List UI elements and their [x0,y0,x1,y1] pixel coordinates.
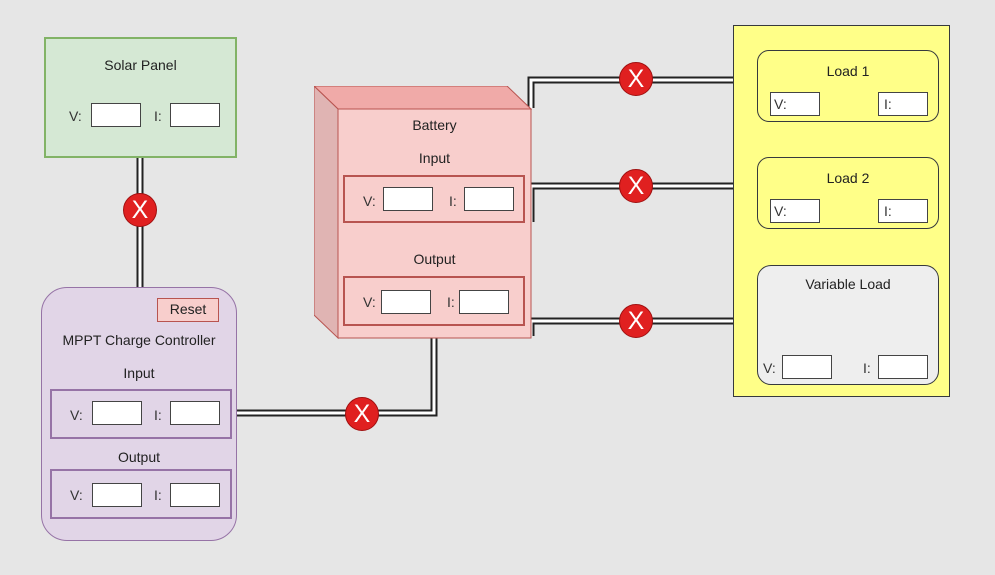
mppt-output-voltage-field[interactable] [92,483,142,507]
solar-current-field[interactable] [170,103,220,127]
battery-input-voltage-field[interactable] [383,187,433,211]
wire-battery-load1 [527,76,735,108]
variable-load-current-label: I: [863,360,871,376]
variable-load-voltage-field[interactable] [782,355,832,379]
battery-input-voltage-label: V: [363,193,376,209]
mppt-charge-controller: Reset MPPT Charge Controller Input V: I:… [41,287,237,541]
switch-mppt-battery[interactable]: X [345,397,379,431]
load-2-current-field[interactable] [878,199,928,223]
battery-input-panel: V: I: [343,175,525,223]
mppt-output-voltage-label: V: [70,487,83,503]
load-2-current-label: I: [884,203,892,219]
load-1-current-label: I: [884,96,892,112]
variable-load: Variable Load V: I: [757,265,939,385]
solar-current-label: I: [154,108,162,124]
battery-output-voltage-field[interactable] [381,290,431,314]
mppt-input-current-field[interactable] [170,401,220,425]
battery-output-voltage-label: V: [363,294,376,310]
load-2-voltage-field[interactable] [770,199,820,223]
switch-solar-mppt[interactable]: X [123,193,157,227]
mppt-input-title: Input [123,365,155,381]
battery-input-current-field[interactable] [464,187,514,211]
battery-output-current-label: I: [447,294,455,310]
mppt-input-voltage-label: V: [70,407,83,423]
mppt-input-panel: V: I: [50,389,232,439]
battery-output-title: Output [413,251,456,267]
mppt-input-current-label: I: [154,407,162,423]
battery-title: Battery [412,117,457,133]
mppt-output-current-field[interactable] [170,483,220,507]
variable-load-current-field[interactable] [878,355,928,379]
load-1-voltage-field[interactable] [770,92,820,116]
solar-voltage-field[interactable] [91,103,141,127]
solar-panel-title: Solar Panel [104,57,177,73]
variable-load-voltage-label: V: [763,360,776,376]
switch-battery-variable-load[interactable]: X [619,304,653,338]
battery-output-current-field[interactable] [459,290,509,314]
battery: Battery Input V: I: Output V: I: [338,109,531,338]
switch-battery-load2[interactable]: X [619,169,653,203]
reset-button[interactable]: Reset [157,298,219,322]
mppt-output-panel: V: I: [50,469,232,519]
battery-input-title: Input [418,150,451,166]
switch-battery-load1[interactable]: X [619,62,653,96]
mppt-title: MPPT Charge Controller [62,332,216,348]
load-1: Load 1 V: I: [757,50,939,122]
load-1-voltage-label: V: [774,96,787,112]
variable-load-title: Variable Load [805,276,891,292]
battery-output-panel: V: I: [343,276,525,326]
battery-input-current-label: I: [449,193,457,209]
wire-mppt-battery [231,338,438,417]
mppt-input-voltage-field[interactable] [92,401,142,425]
load-2-title: Load 2 [826,170,870,186]
mppt-output-current-label: I: [154,487,162,503]
mppt-output-title: Output [117,449,161,465]
load-2: Load 2 V: I: [757,157,939,229]
load-2-voltage-label: V: [774,203,787,219]
solar-panel: Solar Panel V: I: [44,37,237,158]
solar-voltage-label: V: [69,108,82,124]
load-1-title: Load 1 [826,63,870,79]
loads-container: Load 1 V: I: Load 2 V: I: Variable Load … [733,25,950,397]
load-1-current-field[interactable] [878,92,928,116]
